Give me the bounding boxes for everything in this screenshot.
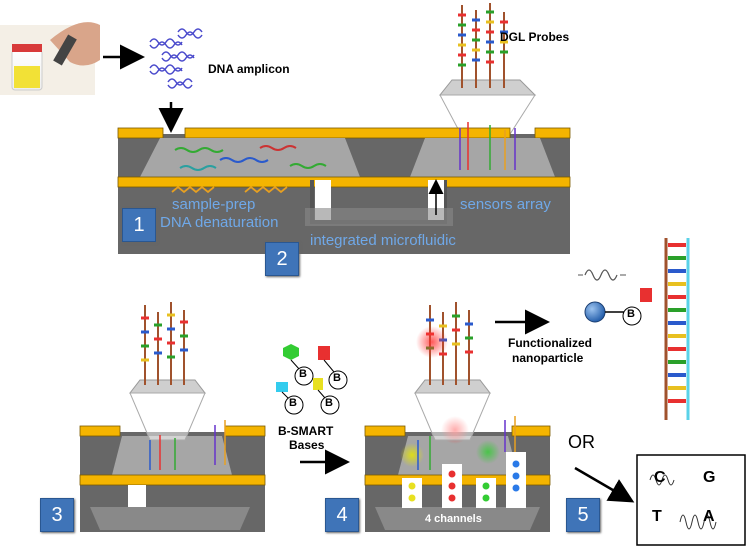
dna-amplicon-label: DNA amplicon <box>208 62 290 76</box>
arrow-to-results <box>574 466 635 503</box>
signal-wave-a <box>679 514 717 530</box>
results-box <box>636 454 746 546</box>
chip-step-3 <box>79 425 266 532</box>
dgl-probes-label: DGL Probes <box>500 30 570 44</box>
nanoparticle-icon <box>578 238 690 420</box>
integrated-microfluidic-label: integrated microfluidic <box>310 232 456 249</box>
top-chip <box>117 122 571 254</box>
result-letter-t: T <box>652 508 662 525</box>
bead-letter: B <box>325 397 333 409</box>
dna-denaturation-label: DNA denaturation <box>160 214 279 231</box>
bead-letter: B <box>333 372 341 384</box>
step-2-badge: 2 <box>265 242 299 276</box>
nanoparticle-label: nanoparticle <box>512 351 584 365</box>
bead-letter: B <box>627 308 635 320</box>
probes-step-3 <box>128 302 226 470</box>
result-letter-g: G <box>703 469 716 486</box>
result-letter-c: C <box>654 469 666 486</box>
bsmart-bases-icon <box>276 344 348 415</box>
bases-label: Bases <box>289 438 325 452</box>
four-channels-label: 4 channels <box>425 513 482 525</box>
dgl-probes-icon <box>438 3 537 96</box>
sample-tube-photo <box>0 22 100 95</box>
sample-prep-label: sample-prep <box>172 196 256 213</box>
bead-letter: B <box>289 397 297 409</box>
or-label: OR <box>568 432 595 452</box>
functionalized-label: Functionalized <box>508 336 592 350</box>
chip-step-4 <box>364 416 551 532</box>
sensor-chamber <box>410 138 555 177</box>
probes-step-4 <box>413 302 516 470</box>
step-3-badge: 3 <box>40 498 74 532</box>
step-4-badge: 4 <box>325 498 359 532</box>
dna-amplicon-icon <box>149 28 203 89</box>
bead-letter: B <box>299 368 307 380</box>
result-letter-a: A <box>703 508 715 525</box>
step-1-badge: 1 <box>122 208 156 242</box>
step-5-badge: 5 <box>566 498 600 532</box>
sensors-array-label: sensors array <box>460 196 551 213</box>
bsmart-label: B-SMART <box>278 424 334 438</box>
signal-wave-c <box>649 474 675 486</box>
